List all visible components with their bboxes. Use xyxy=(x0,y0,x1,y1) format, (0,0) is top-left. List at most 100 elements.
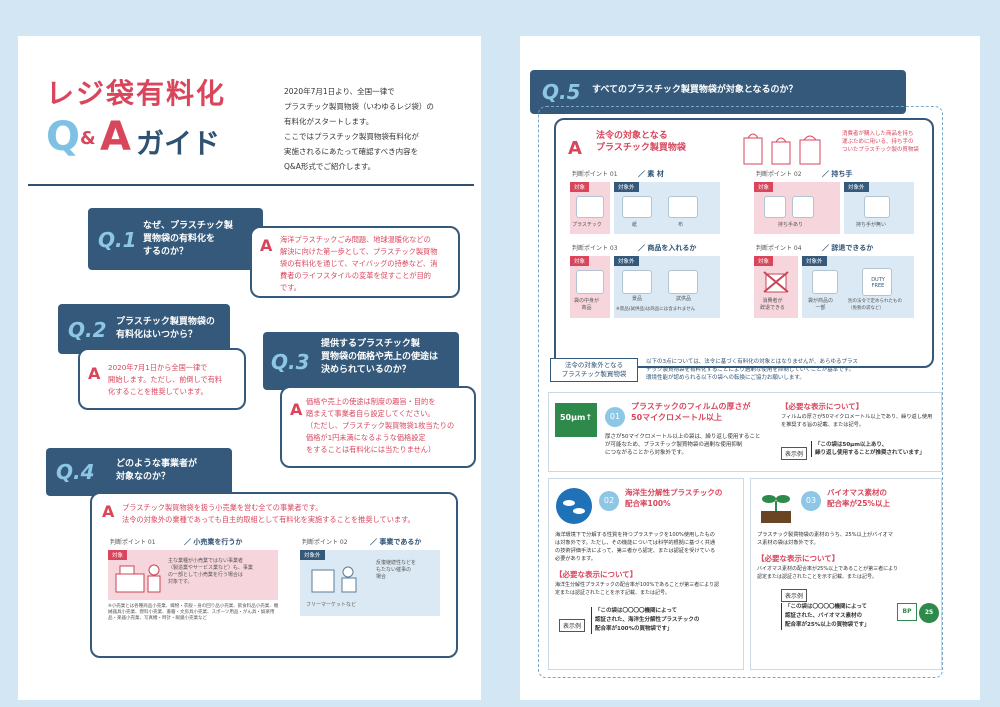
product-bag-icon xyxy=(812,270,838,294)
q3-question: 提供するプラスチック製 買物袋の価格や売上の使途は 決められているのか？ xyxy=(321,339,439,375)
q1-number: Q.1 xyxy=(98,228,137,252)
q2-question: プラスチック製買物袋の 有料化はいつから？ xyxy=(116,317,215,340)
exempt-text: 以下の3点については、法令に基づく有料化の対象とはなりませんが、あらゆるプラス … xyxy=(646,359,858,381)
q4-question: どのような事業者が 対象なのか？ xyxy=(116,459,198,482)
p1-tag-target: 対象 xyxy=(570,182,590,192)
q2-answer: 2020年7月1日から全国一律で 開始します。ただし、前倒しで有料 化することを… xyxy=(108,363,223,396)
q4-point2-label: 判断ポイント 02 xyxy=(302,539,348,546)
title-amp: & xyxy=(80,128,96,149)
exempt-2-number: 02 xyxy=(599,491,619,511)
intro-text: 2020年7月1日より、全国一律で プラスチック製買物袋（いわゆるレジ袋）の 有… xyxy=(284,87,434,171)
q2-box: Q.2 プラスチック製買物袋の 有料化はいつから？ xyxy=(58,304,230,354)
q1-box: Q.1 なぜ、プラスチック製 買物袋の有料化を するのか？ xyxy=(88,208,263,270)
exempt-3-example-label: 表示例 xyxy=(781,589,808,602)
exempt-3-example: 「この袋は〇〇〇〇機関によって 認証された、バイオマス素材の 配合率が25%以上… xyxy=(781,603,891,630)
p4-cap2: 袋が商品の 一部 xyxy=(808,298,834,311)
paper-bag-icon xyxy=(622,196,652,218)
q4-point1-note: ※小売業とは各種商品小売業、織物・衣服・身の回り品小売業、飲食料品小売業、機械器… xyxy=(108,604,279,621)
exempt-2-example-label: 表示例 xyxy=(559,619,586,632)
exempt-1-box: 50μm↑ 01 プラスチックのフィルムの厚さが 50マイクロメートル以上 厚さ… xyxy=(548,392,942,472)
sprout-icon xyxy=(761,495,791,523)
cloth-bag-icon xyxy=(668,196,698,218)
title-divider xyxy=(28,184,474,186)
title-guide: ガイド xyxy=(136,127,221,160)
exempt-1-disp-desc: フィルムの厚さが50マイクロメートル以上であり、繰り返し使用 を推奨する旨の記載… xyxy=(781,414,933,428)
q4-box: Q.4 どのような事業者が 対象なのか？ xyxy=(46,448,232,496)
q3-box: Q.3 提供するプラスチック製 買物袋の価格や売上の使途は 決められているのか？ xyxy=(263,332,459,390)
exempt-1-desc: 厚さが50マイクロメートル以上の袋は、繰り返し使用すること が可能なため、プラス… xyxy=(605,434,761,456)
exempt-label: 法令の対象外となる プラスチック製買物袋 xyxy=(550,358,638,382)
p1-cap3: 布 xyxy=(678,222,684,228)
q2-a-letter: A xyxy=(88,364,101,383)
q3-answer: 価格や売上の使途は制度の趣旨・目的を 踏まえて事業者自ら設定してください。 （た… xyxy=(306,397,455,454)
title-a: A xyxy=(100,114,131,160)
q3-number: Q.3 xyxy=(271,350,310,374)
marine-fish-icon xyxy=(556,488,592,524)
thickness-icon: 50μm↑ xyxy=(555,403,597,437)
q4-point2-title: ／ 事業であるか xyxy=(370,538,422,546)
q2-number: Q.2 xyxy=(68,318,107,342)
q5-number: Q.5 xyxy=(542,80,581,104)
q5-answer-box: A 法令の対象となる プラスチック製買物袋 消費者が購入した商品を持ち 運ぶため… xyxy=(554,118,934,368)
q5-answer-frame xyxy=(538,106,943,678)
p3-note: ※景品(試供品)は商品には含まれません xyxy=(616,307,696,312)
exempt-2-title: 海洋生分解性プラスチックの 配合率100% xyxy=(625,488,723,508)
p3-tag-target: 対象 xyxy=(570,256,590,266)
exempt-3-box: 03 バイオマス素材の 配合率が25%以上 プラスチック製買物袋の素材のうち、2… xyxy=(750,478,942,670)
exempt-2-disp-title: 【必要な表示について】 xyxy=(555,570,638,579)
q4-answer-box: A プラスチック製買物袋を扱う小売業を営む全ての事業者です。 法令の対象外の業種… xyxy=(90,492,458,658)
right-page: Q.5 すべてのプラスチック製買物袋が対象となるのか？ A 法令の対象となる プ… xyxy=(520,36,980,700)
exempt-1-example: 「この袋は50μm以上あり、 繰り返し使用することが推奨されています」 xyxy=(811,441,941,457)
flea-market-icon xyxy=(311,566,357,593)
exempt-3-title: バイオマス素材の 配合率が25%以上 xyxy=(827,488,890,508)
q2-answer-box: A 2020年7月1日から全国一律で 開始します。ただし、前倒しで有料 化するこ… xyxy=(78,348,246,410)
q4-answer: プラスチック製買物袋を扱う小売業を営む全ての事業者です。 法令の対象外の業種であ… xyxy=(122,503,415,524)
p3-cap1: 袋の中身が 商品 xyxy=(574,298,600,311)
title-q: Q xyxy=(46,114,81,160)
p4-tag-target: 対象 xyxy=(754,256,774,266)
q5-a-note: 消費者が購入した商品を持ち 運ぶために用いる、持ち手の ついたプラスチック製の買… xyxy=(842,131,919,153)
p1-title: ／ 素 材 xyxy=(638,170,664,178)
exempt-1-title: プラスチックのフィルムの厚さが 50マイクロメートル以上 xyxy=(631,402,751,422)
exempt-1-example-label: 表示例 xyxy=(781,447,808,460)
q4-point2-caption: フリーマーケットなど xyxy=(306,602,357,608)
handle-bag-icon xyxy=(764,196,786,218)
p2-label: 判断ポイント 02 xyxy=(756,171,802,178)
p4-label: 判断ポイント 04 xyxy=(756,245,802,252)
q4-point1-title: ／ 小売業を行うか xyxy=(184,538,243,546)
q4-point1-tag: 対象 xyxy=(108,550,128,560)
no-handle-bag-icon xyxy=(864,196,890,218)
p2-tag-target: 対象 xyxy=(754,182,774,192)
exempt-3-disp-title: 【必要な表示について】 xyxy=(757,554,840,563)
q4-point2-tag: 対象外 xyxy=(300,550,325,560)
p4-cap1: 消費者が 辞退できる xyxy=(760,298,785,311)
q1-answer-box: A 海洋プラスチックごみ問題、地球温暖化などの 解決に向けた第一歩として、プラス… xyxy=(250,226,460,298)
exempt-2-example: 「この袋は〇〇〇〇機関によって 認証された、海洋生分解性プラスチックの 配合率が… xyxy=(591,607,741,634)
q3-answer-box: A 価格や売上の使途は制度の趣旨・目的を 踏まえて事業者自ら設定してください。 … xyxy=(280,386,476,468)
p4-tag-exempt: 対象外 xyxy=(802,256,827,266)
prize-icon xyxy=(622,270,652,294)
duty-free-bag-icon: DUTY FREE xyxy=(862,268,892,296)
q5-a-title: 法令の対象となる プラスチック製買物袋 xyxy=(596,131,686,153)
exempt-1-disp-title: 【必要な表示について】 xyxy=(781,402,864,411)
exempt-3-desc: プラスチック製買物袋の素材のうち、25%以上がバイオマ ス素材の袋は対象外です。 xyxy=(757,532,893,546)
q1-answer: 海洋プラスチックごみ問題、地球温暖化などの 解決に向けた第一歩として、プラスチッ… xyxy=(280,235,438,292)
p1-tag-exempt: 対象外 xyxy=(614,182,639,192)
p4-cap3: 別の法令で定められたもの （免税の袋など） xyxy=(848,299,902,311)
p3-label: 判断ポイント 03 xyxy=(572,245,618,252)
p2-cap2: 持ち手が無い xyxy=(856,222,887,228)
p3-title: ／ 商品を入れるか xyxy=(638,244,697,252)
bp-logo-icon: BP xyxy=(897,603,917,621)
plastic-bag-icon xyxy=(576,196,604,218)
exempt-2-desc: 海洋環境下で分解する性質を持つプラスチックを100%使用したもの は対象外です。… xyxy=(555,532,716,562)
p2-title: ／ 持ち手 xyxy=(822,170,853,178)
q3-a-letter: A xyxy=(290,400,303,419)
exempt-1-number: 01 xyxy=(605,407,625,427)
p3-cap3: 試供品 xyxy=(676,296,692,302)
q4-point1-label: 判断ポイント 01 xyxy=(110,539,156,546)
q5-question: すべてのプラスチック製買物袋が対象となるのか？ xyxy=(592,85,798,95)
goods-icon xyxy=(576,270,604,294)
q1-a-letter: A xyxy=(260,236,273,255)
left-page: レジ袋有料化 Q & A ガイド 2020年7月1日より、全国一律で プラスチッ… xyxy=(18,36,481,700)
shopping-bags-icon xyxy=(743,133,821,165)
